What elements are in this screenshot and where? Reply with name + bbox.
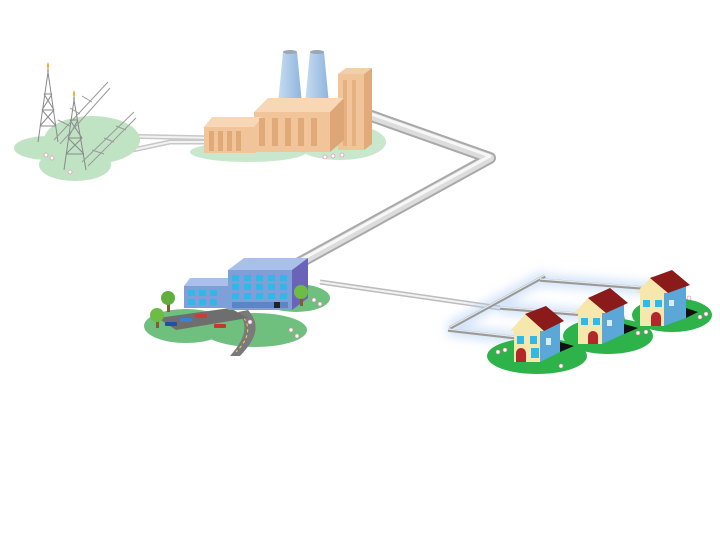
gas-wells bbox=[14, 62, 140, 181]
tree-icon bbox=[150, 285, 308, 328]
flower-icon bbox=[495, 295, 709, 369]
office-building-icon bbox=[184, 258, 308, 310]
gas-well-derrick-icon bbox=[37, 66, 59, 143]
neighborhood-gas-mains bbox=[447, 270, 669, 350]
flower-icon bbox=[43, 152, 73, 175]
house-icon bbox=[636, 270, 698, 326]
smokestack-icon bbox=[305, 50, 329, 104]
flower-icon bbox=[247, 297, 323, 339]
house-icon bbox=[574, 288, 638, 344]
smokestack-icon bbox=[278, 50, 302, 104]
flame-icon bbox=[47, 62, 49, 70]
flame-icon bbox=[73, 90, 75, 98]
homes bbox=[487, 270, 712, 374]
factory-icon bbox=[204, 68, 372, 153]
parking-lot bbox=[158, 308, 248, 330]
house-icon bbox=[510, 306, 574, 362]
derrick-boom-icon bbox=[53, 81, 137, 167]
pipeline-plant-to-building bbox=[287, 106, 496, 274]
flower-icon bbox=[322, 152, 345, 160]
commercial-building bbox=[144, 258, 330, 356]
car-icon bbox=[165, 314, 226, 328]
processing-plant bbox=[190, 50, 386, 162]
pipeline-building-to-homes bbox=[319, 279, 501, 311]
